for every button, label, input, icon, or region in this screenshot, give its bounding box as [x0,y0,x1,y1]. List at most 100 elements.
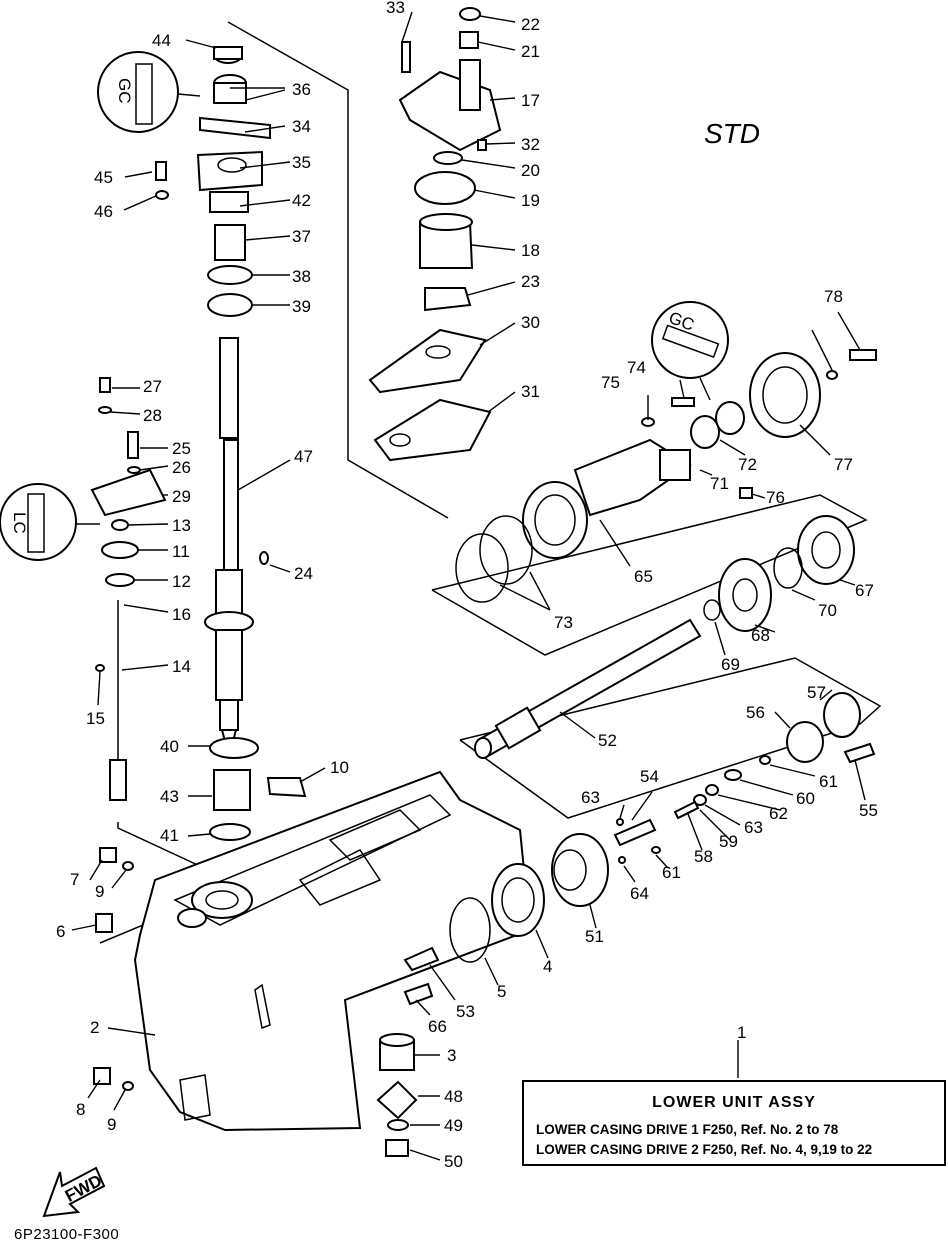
lube-mark-gc-1: GC [115,78,134,104]
callout: 48 [444,1087,463,1106]
callout: 20 [521,161,540,180]
callout: 21 [521,42,540,61]
forward-gear-set [703,515,855,632]
callout: 61 [662,863,681,882]
callout: 4 [543,957,552,976]
callout: 34 [292,117,311,136]
callout: 75 [601,373,620,392]
propeller-shaft [474,618,702,759]
callout: 58 [694,847,713,866]
callout: 51 [585,927,604,946]
lubricant-callout-gc-upper: GC [97,51,201,133]
lower-casing [133,770,532,1132]
reverse-gear-set [449,833,609,963]
leader-lines [71,11,866,1161]
callout: 16 [172,605,191,624]
callout: 31 [521,382,540,401]
callout: 61 [819,772,838,791]
callout: 49 [444,1116,463,1135]
lube-mark-lc: LC [10,512,29,534]
callout: 46 [94,202,113,221]
callout: 18 [521,241,540,260]
callout: 65 [634,567,653,586]
callout: 68 [751,626,770,645]
lubricant-callout-gc-right: GC [651,301,729,401]
diagram-code: 6P23100-F300 [14,1226,120,1243]
lubricant-callout-lc: LC [0,483,100,561]
callout: 62 [769,804,788,823]
callout: 32 [521,135,540,154]
callout: 64 [630,884,649,903]
callout: 9 [107,1115,116,1134]
callout: 45 [94,168,113,187]
callout: 74 [627,358,646,377]
callout: 54 [640,767,659,786]
callout: 26 [172,458,191,477]
callout: 17 [521,91,540,110]
clutch-dog-set [613,692,876,864]
callout: 27 [143,377,162,396]
callout: 25 [172,439,191,458]
callout: 1 [737,1023,746,1042]
callout: 14 [172,657,191,676]
fasteners [93,161,269,1091]
callout: 73 [554,613,573,632]
callout: 29 [172,487,191,506]
callout: 37 [292,227,311,246]
callout: 44 [152,31,171,50]
callout: 15 [86,709,105,728]
callout-numbers: 1 2 3 4 5 6 7 8 9 9 10 11 12 13 14 15 16… [56,0,878,1171]
fwd-direction-arrow: FWD [42,1166,106,1218]
callout: 8 [76,1100,85,1119]
group-outline-lines [99,21,882,944]
variant-label: STD [704,118,760,149]
callout: 50 [444,1152,463,1171]
callout: 5 [497,982,506,1001]
callout: 3 [447,1046,456,1065]
callout: 30 [521,313,540,332]
callout: 55 [859,801,878,820]
callout: 9 [95,882,104,901]
legend-box: LOWER UNIT ASSY LOWER CASING DRIVE 1 F25… [522,1080,946,1166]
callout: 70 [818,601,837,620]
callout: 13 [172,516,191,535]
callout: 52 [598,731,617,750]
callout: 42 [292,191,311,210]
callout: 33 [386,0,405,17]
callout: 40 [160,737,179,756]
callout: 11 [172,542,190,561]
callout: 38 [292,267,311,286]
propeller-shaft-housing [455,349,877,603]
callout: 78 [824,287,843,306]
callout: 53 [456,1002,475,1021]
callout: 67 [855,581,874,600]
callout: 77 [834,455,853,474]
callout: 63 [581,788,600,807]
callout: 71 [710,474,729,493]
callout: 63 [744,818,763,837]
legend-line-drive-1: LOWER CASING DRIVE 1 F250, Ref. No. 2 to… [536,1122,839,1137]
callout: 36 [292,80,311,99]
callout: 60 [796,789,815,808]
callout: 72 [738,455,757,474]
callout: 47 [294,447,313,466]
callout: 24 [294,564,313,583]
drive-shaft [204,337,254,746]
callout: 57 [807,683,826,702]
water-pump-assembly [368,7,502,462]
callout: 41 [160,826,179,845]
upper-bearing-stack [196,46,271,317]
callout: 39 [292,297,311,316]
callout: 19 [521,191,540,210]
pinion-bearing [209,737,307,841]
legend-line-drive-2: LOWER CASING DRIVE 2 F250, Ref. No. 4, 9… [536,1142,873,1157]
callout: 76 [766,488,785,507]
callout: 22 [521,15,540,34]
callout: 7 [70,870,79,889]
shift-components [90,377,167,801]
callout: 56 [746,703,765,722]
callout: 43 [160,787,179,806]
pinion-gear-set [376,946,440,1157]
callout: 59 [719,832,738,851]
